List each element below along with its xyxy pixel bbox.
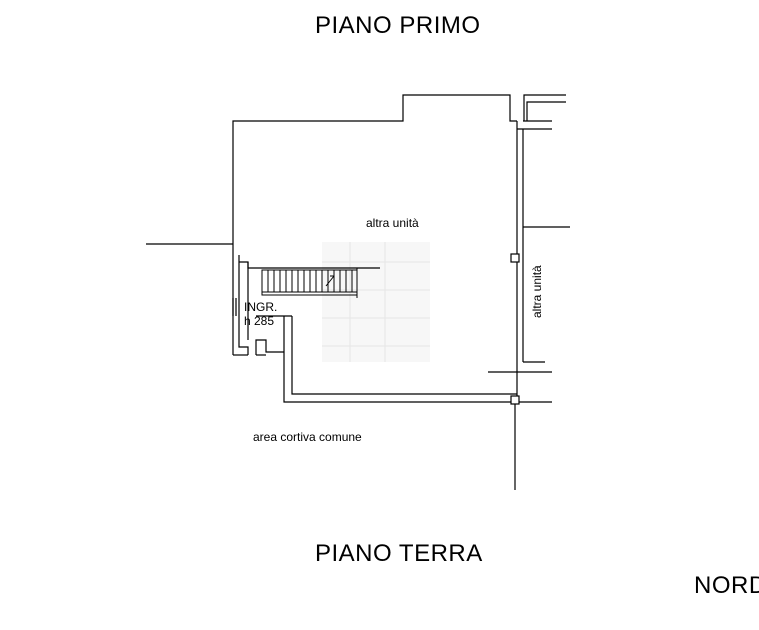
side-unit-label: altra unità [530, 265, 544, 318]
shaded-area [322, 242, 430, 362]
upper-floor-title: PIANO PRIMO [315, 12, 481, 39]
entrance-height-label: h 285 [244, 314, 274, 328]
staircase [261, 268, 358, 298]
main-unit-label: altra unità [366, 216, 419, 230]
entrance-label: INGR. [244, 300, 277, 314]
ground-floor-title: PIANO TERRA [315, 540, 483, 567]
entrance-block [232, 255, 380, 356]
courtyard-label: area cortiva comune [253, 430, 362, 444]
north-label: NORD [694, 572, 759, 599]
outer-walls [146, 94, 570, 490]
